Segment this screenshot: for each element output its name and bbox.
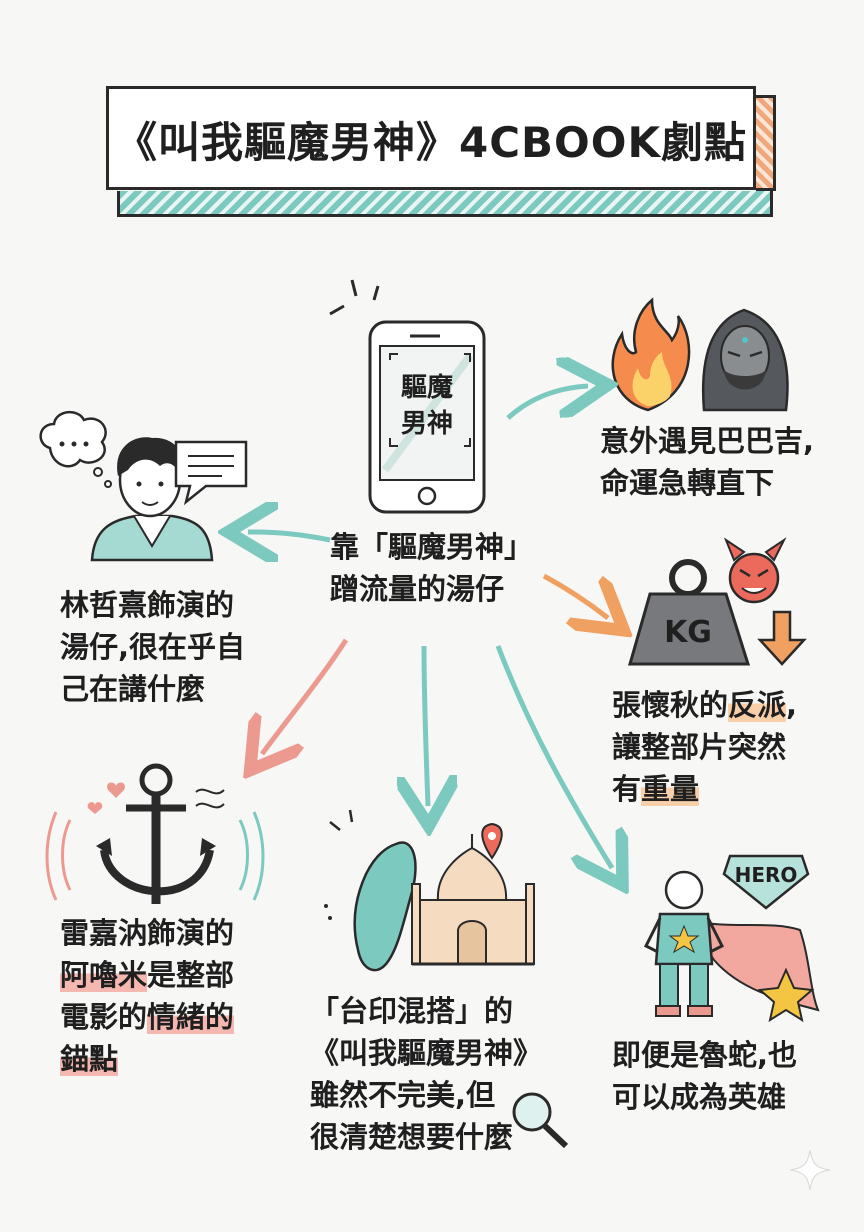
node-bottom-center: 「台印混搭」的 《叫我驅魔男神》 雖然不完美,但 很清楚想要什麼 (310, 994, 543, 1154)
arrow-to-bottom-right (495, 645, 612, 868)
weight-icon: KG (628, 559, 751, 666)
taiwan-map-icon (324, 809, 417, 972)
node-left: 林哲熹飾演的 湯仔,很在乎自 己在講什麼 (60, 588, 246, 706)
phone-icon: 驅魔 男神 (329, 279, 486, 514)
arrow-to-top-right (506, 386, 588, 420)
phone-screen-line-1: 驅魔 (401, 373, 453, 403)
sparkle-icon (789, 1149, 831, 1191)
fire-icon (611, 297, 691, 412)
star-icon (757, 967, 815, 1023)
arrow-to-left (248, 532, 331, 540)
hooded-figure-icon (701, 308, 789, 412)
weight-label: KG (664, 615, 712, 650)
arrow-to-bottom-center (424, 645, 428, 806)
title-banner: 《叫我驅魔男神》4CBOOK劇點 (106, 86, 776, 217)
speech-bubble-icon (174, 440, 248, 506)
hero-badge-icon: HERO (722, 854, 810, 910)
center-caption: 靠「驅魔男神」 蹭流量的湯仔 (330, 530, 534, 606)
arrow-to-bottom-left (262, 638, 349, 754)
node-bottom-right: 即便是魯蛇,也 可以成為英雄 (612, 1038, 798, 1114)
magnifier-icon (512, 1092, 569, 1149)
phone-screen-line-2: 男神 (401, 409, 453, 439)
devil-face-icon (723, 537, 787, 604)
down-arrow-icon (757, 610, 807, 666)
node-top-right: 意外遇見巴巴吉, 命運急轉直下 (600, 424, 815, 500)
location-pin-icon (481, 822, 503, 860)
anchor-icon (45, 763, 265, 904)
page-title: 《叫我驅魔男神》4CBOOK劇點 (114, 118, 747, 167)
hero-badge-label: HERO (735, 863, 798, 887)
man-avatar-icon (90, 437, 214, 562)
node-right: 張懷秋的反派, 讓整部片突然 有重量 (612, 688, 798, 806)
taj-mahal-icon (411, 834, 535, 966)
thought-bubble-icon (39, 411, 112, 488)
arrow-to-right (542, 573, 608, 618)
node-bottom-left: 雷嘉汭飾演的 阿嚕米是整部 電影的情緒的 錨點 (60, 916, 235, 1076)
